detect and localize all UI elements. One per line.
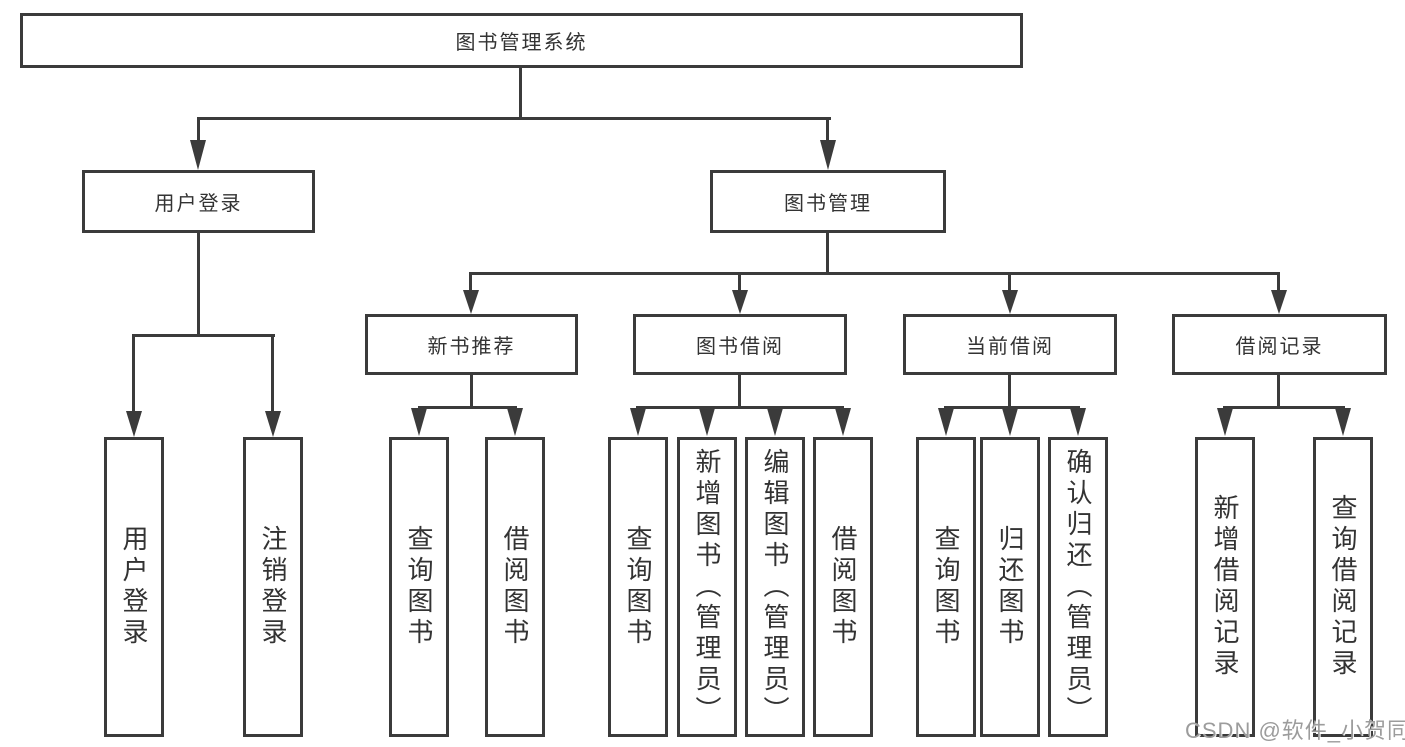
node-library-management-system: 图书管理系统 [20,13,1023,68]
connector-line [197,117,831,120]
leaf-return-books: 归还图书 [980,437,1040,737]
leaf-confirm-return-admin: 确认归还（管理员） [1048,437,1108,737]
arrowhead-down-icon [190,140,206,170]
leaf-edit-book-admin: 编辑图书（管理员） [745,437,805,737]
connector-line [470,375,473,408]
arrowhead-down-icon [411,408,427,436]
leaf-borrow-books-borrowing: 借阅图书 [813,437,873,737]
arrowhead-down-icon [767,408,783,436]
connector-line [469,272,1280,275]
arrowhead-down-icon [1335,408,1351,436]
arrowhead-down-icon [1271,290,1287,314]
leaf-logout: 注销登录 [243,437,303,737]
connector-line [1008,375,1011,408]
connector-line [132,334,135,411]
node-book-management: 图书管理 [710,170,946,233]
arrowhead-down-icon [699,408,715,436]
leaf-add-book-admin: 新增图书（管理员） [677,437,737,737]
connector-line [826,117,829,142]
connector-line [1277,375,1280,408]
connector-line [636,406,844,409]
arrowhead-down-icon [463,290,479,314]
leaf-borrow-books-recommend: 借阅图书 [485,437,545,737]
connector-line [1277,272,1280,292]
watermark-text: CSDN @软件_小贺同学 [1185,718,1405,743]
arrowhead-down-icon [732,290,748,314]
arrowhead-down-icon [126,411,142,437]
connector-line [1008,272,1011,292]
arrowhead-down-icon [938,408,954,436]
arrowhead-down-icon [1002,290,1018,314]
connector-line [418,406,517,409]
leaf-add-borrow-record: 新增借阅记录 [1195,437,1255,737]
node-current-borrowing: 当前借阅 [903,314,1117,375]
connector-line [132,334,275,337]
arrowhead-down-icon [630,408,646,436]
arrowhead-down-icon [1002,408,1018,436]
connector-line [944,406,1080,409]
arrowhead-down-icon [507,408,523,436]
node-borrowing-records: 借阅记录 [1172,314,1387,375]
connector-line [197,233,200,337]
leaf-user-login: 用户登录 [104,437,164,737]
node-book-borrowing: 图书借阅 [633,314,847,375]
node-user-login: 用户登录 [82,170,315,233]
arrowhead-down-icon [1070,408,1086,436]
connector-line [519,68,522,118]
node-new-book-recommendation: 新书推荐 [365,314,578,375]
connector-line [738,272,741,292]
connector-line [469,272,472,292]
leaf-query-books-borrowing: 查询图书 [608,437,668,737]
leaf-query-books-current: 查询图书 [916,437,976,737]
connector-line [738,375,741,408]
arrowhead-down-icon [1217,408,1233,436]
connector-line [826,233,829,275]
arrowhead-down-icon [820,140,836,170]
arrowhead-down-icon [265,411,281,437]
leaf-query-borrow-record: 查询借阅记录 [1313,437,1373,737]
leaf-query-books-recommend: 查询图书 [389,437,449,737]
connector-line [271,334,274,411]
arrowhead-down-icon [835,408,851,436]
connector-line [1223,406,1345,409]
connector-line [197,117,200,142]
